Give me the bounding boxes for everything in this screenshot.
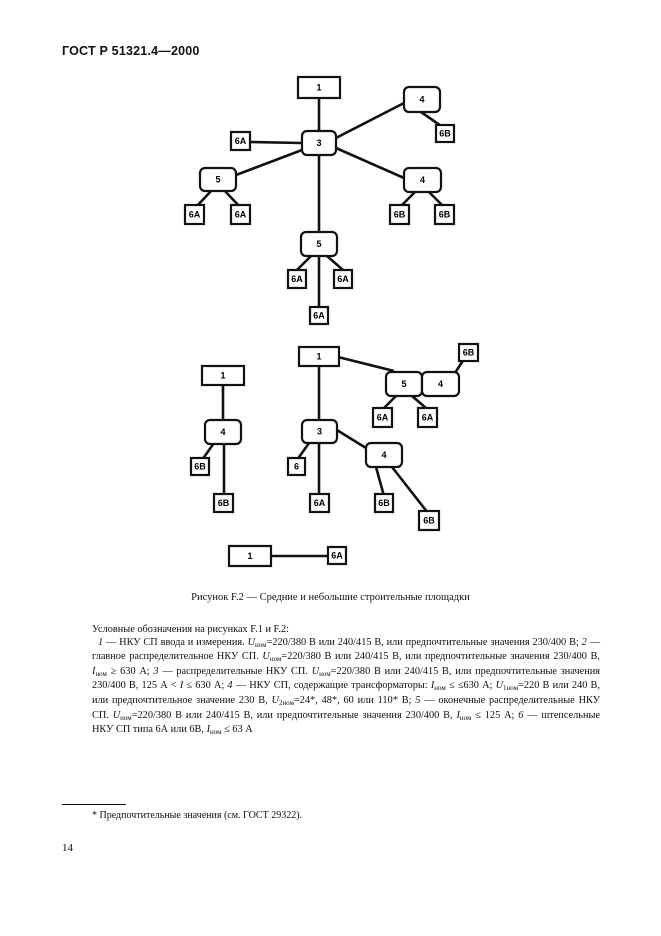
node-box: 6A — [416, 406, 439, 429]
node-box: 1 — [297, 345, 341, 368]
node-box: 6A — [326, 545, 348, 566]
svg-text:4: 4 — [381, 450, 386, 460]
node-box: 6B — [373, 492, 395, 514]
svg-text:6A: 6A — [235, 136, 247, 146]
node-box: 6B — [457, 342, 480, 363]
page-number: 14 — [62, 842, 73, 854]
site-distribution-diagram: 1 3 4 6B 6A 5 4 6A 6A 6B 6B 5 6A 6A 6A 1… — [183, 75, 480, 568]
svg-text:6A: 6A — [189, 210, 201, 220]
svg-text:6B: 6B — [394, 210, 406, 220]
node-box: 5 — [384, 370, 424, 398]
legend-intro: Условные обозначения на рисунках F.1 и F… — [92, 624, 290, 635]
node-box: 1 — [296, 75, 342, 100]
svg-text:6B: 6B — [218, 498, 230, 508]
node-box: 4 — [402, 166, 443, 194]
footnote-rule — [62, 804, 126, 805]
legend-body: 1 — НКУ СП ввода и измерения. Uном=220/3… — [92, 636, 600, 737]
svg-text:6A: 6A — [291, 274, 303, 284]
node-box: 6A — [308, 492, 331, 514]
svg-text:6A: 6A — [422, 413, 434, 423]
node-box: 6A — [332, 268, 354, 290]
document-header: ГОСТ Р 51321.4—2000 — [62, 44, 200, 58]
svg-text:6A: 6A — [377, 413, 389, 423]
node-box: 6A — [371, 406, 394, 429]
svg-text:1: 1 — [316, 352, 321, 362]
node-box: 1 — [200, 364, 246, 387]
svg-text:5: 5 — [215, 175, 220, 185]
svg-text:6B: 6B — [439, 210, 451, 220]
svg-text:6B: 6B — [378, 498, 390, 508]
node-box: 6B — [189, 456, 211, 477]
svg-text:4: 4 — [420, 175, 425, 185]
connection-lines — [195, 98, 466, 558]
legend-block: Условные обозначения на рисунках F.1 и F… — [92, 624, 600, 739]
node-box: 6A — [229, 130, 252, 152]
node-box: 6B — [417, 509, 441, 532]
svg-text:6A: 6A — [331, 551, 343, 561]
svg-text:6A: 6A — [313, 311, 325, 321]
svg-text:4: 4 — [438, 379, 443, 389]
node-box: 6A — [229, 203, 252, 226]
node-box: 3 — [300, 418, 339, 445]
node-box: 4 — [402, 85, 442, 114]
node-box: 6B — [434, 123, 456, 144]
svg-text:1: 1 — [220, 371, 225, 381]
node-box: 6A — [183, 203, 206, 226]
node-box: 3 — [300, 129, 338, 157]
node-box: 6A — [286, 268, 308, 290]
svg-text:6A: 6A — [314, 498, 326, 508]
node-box: 5 — [198, 166, 238, 193]
svg-text:6B: 6B — [194, 462, 206, 472]
svg-text:6A: 6A — [235, 210, 247, 220]
svg-text:5: 5 — [401, 379, 406, 389]
node-box: 4 — [203, 418, 243, 446]
figure-caption: Рисунок F.2 — Средние и небольшие строит… — [191, 592, 470, 603]
svg-text:3: 3 — [317, 427, 322, 437]
svg-text:1: 1 — [247, 551, 252, 561]
node-box: 5 — [299, 230, 339, 258]
svg-text:1: 1 — [316, 83, 321, 93]
node-box: 6B — [212, 492, 235, 514]
svg-text:6A: 6A — [337, 274, 349, 284]
svg-text:4: 4 — [419, 95, 424, 105]
svg-text:3: 3 — [316, 138, 321, 148]
node-box: 1 — [227, 544, 273, 568]
svg-text:6: 6 — [294, 462, 299, 472]
node-box: 6A — [308, 305, 330, 326]
svg-text:6B: 6B — [423, 516, 435, 526]
node-box: 4 — [364, 441, 404, 469]
diagram-boxes: 1 3 4 6B 6A 5 4 6A 6A 6B 6B 5 6A 6A 6A 1… — [183, 75, 480, 568]
svg-text:5: 5 — [316, 239, 321, 249]
svg-text:4: 4 — [220, 427, 225, 437]
svg-text:6B: 6B — [463, 348, 475, 358]
node-box: 6B — [388, 203, 411, 226]
node-box: 6 — [286, 456, 307, 477]
node-box: 6B — [433, 203, 456, 226]
node-box: 4 — [420, 370, 461, 398]
footnote: * Предпочтительные значения (см. ГОСТ 29… — [92, 810, 303, 821]
svg-text:6B: 6B — [439, 129, 451, 139]
